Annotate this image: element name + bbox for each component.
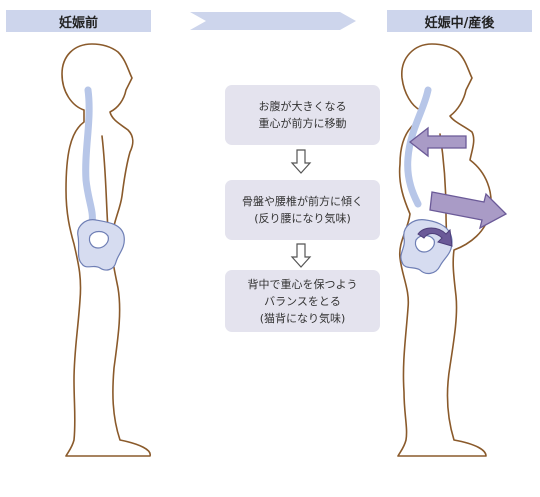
step-text-line: バランスをとる — [264, 294, 341, 308]
body-outline-during — [397, 43, 492, 457]
body-outline-before — [61, 43, 151, 457]
step-text-line: 背中で重心を保つよう — [247, 277, 358, 291]
forward-arrow — [429, 191, 508, 230]
step-box-pelvis: 骨盤や腰椎が前方に傾く (反り腰になり気味) — [225, 180, 380, 240]
header-before-text: 妊娠前 — [58, 15, 98, 31]
progress-arrow — [190, 12, 356, 30]
header-during: 妊娠中/産後 — [387, 10, 532, 32]
step-text-line: お腹が大きくなる — [258, 100, 347, 113]
spine-before — [82, 86, 96, 226]
pelvic-tilt-arrow — [417, 227, 453, 247]
step-arrow-1 — [290, 149, 312, 174]
pelvis-before — [77, 219, 125, 271]
step-box-belly: お腹が大きくなる 重心が前方に移動 — [225, 85, 380, 145]
step-text-line: (猫背になり気味) — [259, 311, 346, 325]
step-text-line: (反り腰になり気味) — [254, 212, 351, 225]
step-arrow-2 — [290, 243, 312, 268]
spine-during — [404, 86, 432, 208]
step-box-balance: 背中で重心を保つよう バランスをとる (猫背になり気味) — [225, 270, 380, 332]
step-text-line: 骨盤や腰椎が前方に傾く — [242, 195, 363, 208]
backward-arrow — [408, 126, 467, 158]
pelvis-during — [400, 219, 453, 275]
header-during-text: 妊娠中/産後 — [424, 15, 495, 31]
header-before: 妊娠前 — [6, 10, 151, 32]
step-text-line: 重心が前方に移動 — [258, 117, 347, 130]
